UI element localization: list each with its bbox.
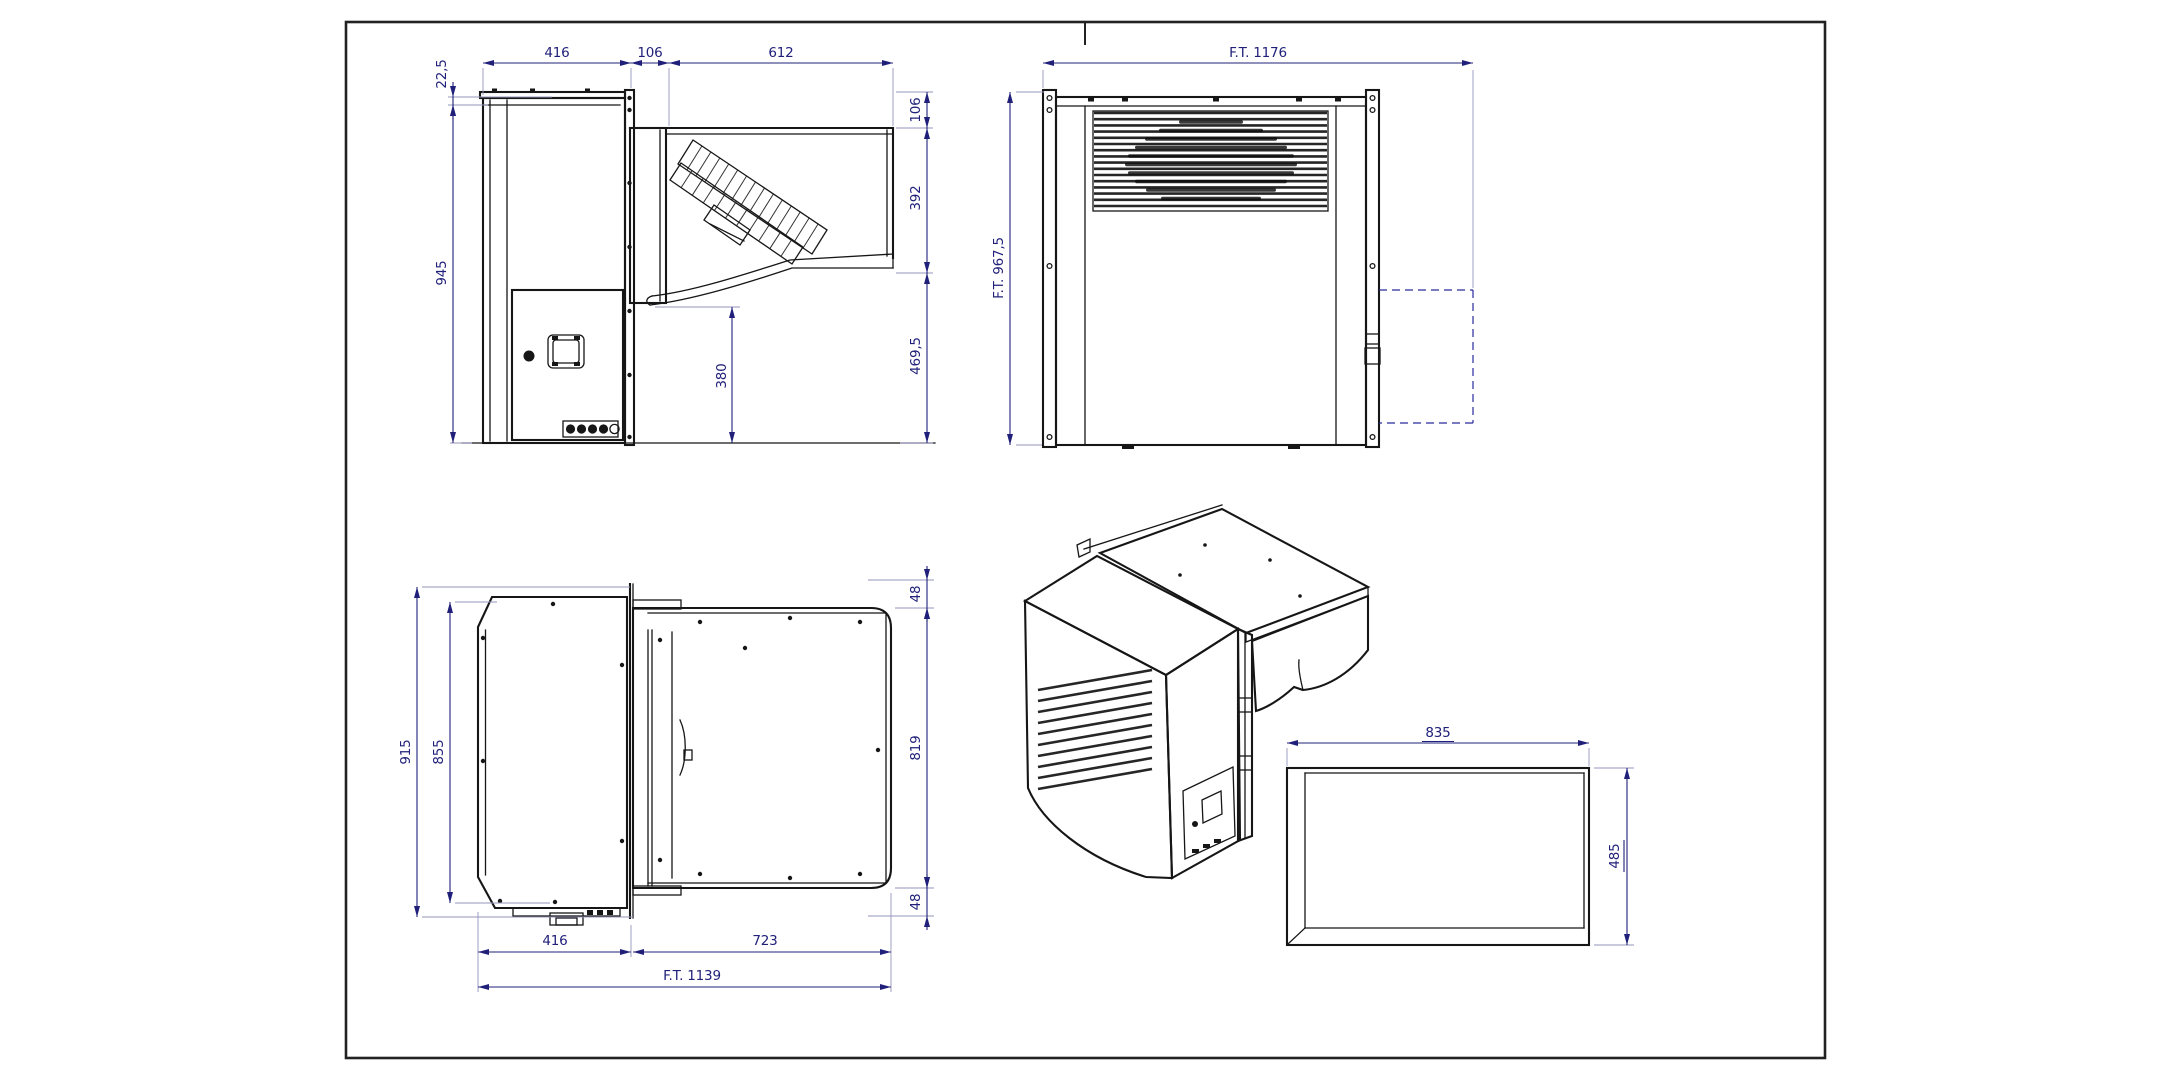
- cutout-dimensions: 835 485: [1286, 725, 1634, 946]
- dim-label-48-top: 48: [908, 586, 924, 603]
- dim-label-ft-1176: F.T. 1176: [1229, 45, 1287, 61]
- dim-label-469-5: 469,5: [908, 337, 924, 375]
- control-box: [510, 288, 625, 442]
- condenser-box: [481, 96, 627, 445]
- dim-label-416: 416: [544, 45, 569, 61]
- dim-label-612: 612: [768, 45, 793, 61]
- rear-view-geometry: [1041, 88, 1474, 449]
- rear-panel: [1054, 95, 1368, 447]
- dim-label-416-plan: 416: [542, 933, 567, 949]
- cutout-geometry: [1285, 766, 1591, 947]
- condenser-grille: [1092, 110, 1329, 212]
- controller-display: [547, 334, 585, 369]
- dim-label-ft-1139: F.T. 1139: [663, 968, 721, 984]
- dim-label-723: 723: [752, 933, 777, 949]
- dim-label-819: 819: [908, 735, 924, 760]
- plan-gland-strip: [512, 907, 621, 917]
- dim-label-485: 485: [1607, 843, 1623, 868]
- dim-label-855: 855: [431, 739, 447, 764]
- dim-label-22-5: 22,5: [434, 59, 450, 88]
- fan-silhouette: [1125, 120, 1297, 201]
- latch-detail: [1365, 333, 1380, 345]
- iso-button: [1192, 821, 1198, 827]
- hidden-duct-outline: [1379, 289, 1474, 424]
- side-view-dimensions: 416 106 612 22,5 945 106 392 469,5 380: [434, 45, 933, 444]
- iso-control-panel: [1182, 765, 1236, 861]
- plan-view-dimensions: 915 855 48 819 48 416 723 F.T. 1139: [398, 566, 934, 992]
- evaporator-coil: [669, 139, 828, 265]
- dim-label-392: 392: [908, 185, 924, 210]
- iso-wall-tab: [1076, 537, 1091, 558]
- drip-tray: [646, 253, 894, 306]
- hinge-plate-bottom: [632, 885, 682, 896]
- dim-label-106-top: 106: [637, 45, 662, 61]
- dim-label-106-right: 106: [908, 97, 924, 122]
- wall-cutout: 835 485: [1285, 725, 1634, 947]
- power-button: [523, 350, 535, 362]
- iso-louver-slats: [1037, 668, 1153, 791]
- evaporator-top-outline: [631, 606, 893, 890]
- cutout-outline: [1285, 766, 1591, 947]
- plan-view: 915 855 48 819 48 416 723 F.T. 1139: [398, 566, 934, 992]
- hinge-plate-top: [632, 599, 682, 610]
- side-view: 416 106 612 22,5 945 106 392 469,5 380: [434, 45, 936, 447]
- gland-strip: [562, 420, 619, 438]
- rear-view: F.T. 1176 F.T. 967,5: [991, 45, 1474, 449]
- dim-label-945: 945: [434, 260, 450, 285]
- coil-motor: [703, 204, 751, 246]
- plan-view-geometry: [476, 582, 893, 926]
- condenser-top-outline: [476, 595, 629, 910]
- dim-label-48-bottom: 48: [908, 894, 924, 911]
- dim-label-ft-967-5: F.T. 967,5: [991, 237, 1007, 299]
- rear-view-dimensions: F.T. 1176 F.T. 967,5: [991, 45, 1474, 446]
- isometric-view: [1022, 504, 1371, 880]
- iso-louver-face: [1023, 599, 1174, 880]
- dim-label-835: 835: [1425, 725, 1450, 741]
- side-view-geometry: [461, 88, 936, 447]
- dim-label-915: 915: [398, 739, 414, 764]
- iso-display: [1201, 789, 1223, 825]
- dim-label-380: 380: [714, 363, 730, 388]
